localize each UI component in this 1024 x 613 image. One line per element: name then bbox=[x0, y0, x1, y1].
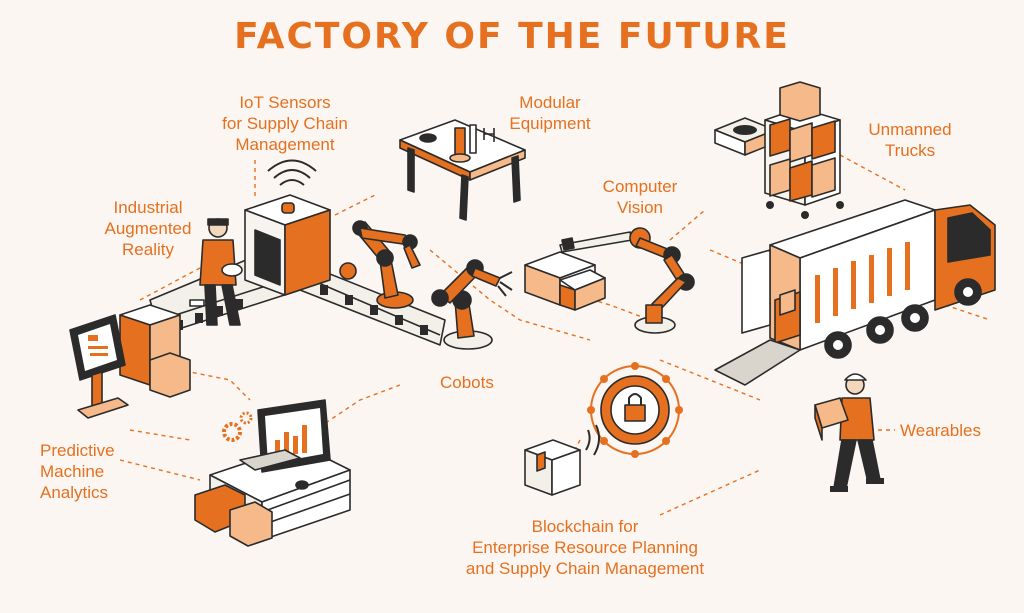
label-blockchain: Blockchain for Enterprise Resource Plann… bbox=[465, 517, 705, 578]
label-wearables: Wearables bbox=[900, 421, 981, 440]
label-iot-sensors: IoT Sensors for Supply Chain Management bbox=[222, 93, 348, 154]
warehouse-rack bbox=[714, 81, 844, 219]
stacked-boxes-left bbox=[119, 304, 191, 398]
label-modular-equipment: Modular Equipment bbox=[509, 93, 591, 133]
cobot-arm-center bbox=[339, 220, 421, 309]
blockchain-package bbox=[524, 424, 600, 496]
cobot-arm-right bbox=[431, 259, 513, 350]
label-cobots: Cobots bbox=[440, 373, 494, 392]
label-computer-vision: Computer Vision bbox=[602, 177, 678, 217]
label-unmanned-trucks: Unmanned Trucks bbox=[868, 120, 952, 160]
ar-worker-figure bbox=[199, 218, 243, 326]
analytics-workstation bbox=[194, 399, 351, 547]
page-title: FACTORY OF THE FUTURE bbox=[234, 16, 790, 57]
label-predictive-analytics: Predictive Machine Analytics bbox=[40, 441, 115, 502]
iot-scanner-box bbox=[244, 159, 331, 296]
unmanned-truck bbox=[714, 199, 996, 386]
computer-vision-station bbox=[524, 227, 695, 334]
label-augmented-reality: Industrial Augmented Reality bbox=[104, 198, 192, 259]
blockchain-emblem bbox=[587, 362, 683, 458]
ar-kiosk bbox=[69, 314, 129, 419]
modular-equipment-table bbox=[399, 119, 526, 221]
wearables-worker-figure bbox=[814, 373, 884, 492]
